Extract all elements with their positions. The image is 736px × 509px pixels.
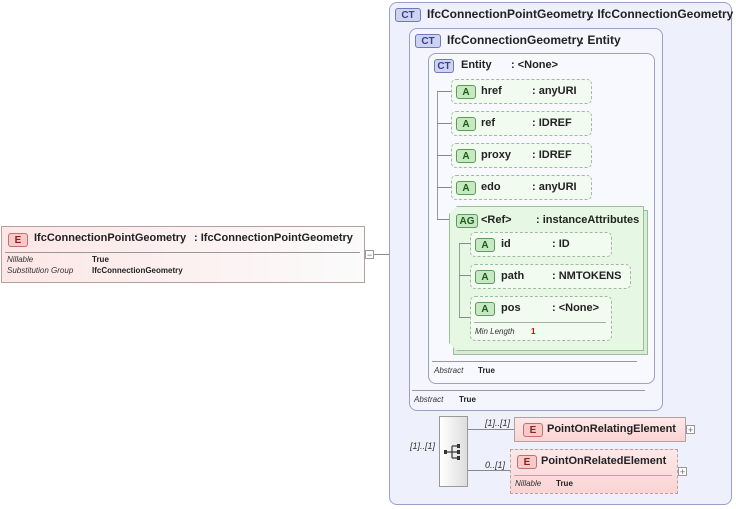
attribute-name: ref bbox=[481, 117, 496, 129]
attribute-name: href bbox=[481, 85, 502, 97]
attribute-path[interactable]: A path : NMTOKENS bbox=[470, 264, 631, 289]
root-prop-key: Nillable bbox=[7, 255, 34, 264]
attribute-type: : anyURI bbox=[532, 181, 577, 193]
element-badge: E bbox=[517, 455, 537, 469]
attribute-badge: A bbox=[475, 302, 495, 316]
related-divider bbox=[514, 475, 672, 476]
attribute-type: : ID bbox=[552, 238, 570, 250]
ct-mid-name: IfcConnectionGeometry bbox=[447, 33, 584, 47]
ct-outer-type: : IfcConnectionGeometry bbox=[590, 7, 734, 21]
attribute-type: : <None> bbox=[552, 302, 600, 314]
attribute-id[interactable]: A id : ID bbox=[470, 232, 612, 257]
related-prop-val: True bbox=[556, 479, 573, 488]
element-badge: E bbox=[523, 423, 543, 437]
ct-mid-badge: CT bbox=[415, 34, 441, 48]
root-element-badge: E bbox=[8, 233, 28, 247]
root-prop-key: Substitution Group bbox=[7, 266, 74, 275]
ct-inner-divider bbox=[432, 361, 637, 362]
attribute-pos-prop-val: 1 bbox=[531, 327, 536, 336]
ct-inner-abstract-val: True bbox=[478, 366, 495, 375]
root-element-name: IfcConnectionPointGeometry bbox=[34, 232, 187, 244]
attribute-pos-divider bbox=[474, 322, 606, 323]
attribute-ref[interactable]: A ref : IDREF bbox=[451, 111, 592, 136]
element-point-on-relating[interactable]: E PointOnRelatingElement bbox=[514, 417, 686, 442]
attr-link-href bbox=[437, 91, 453, 92]
group-link-id bbox=[459, 243, 472, 244]
attribute-name: id bbox=[501, 238, 511, 250]
attribute-group-name: <Ref> bbox=[481, 214, 512, 226]
element-name: PointOnRelatedElement bbox=[541, 455, 667, 467]
attribute-type: : IDREF bbox=[532, 149, 572, 161]
root-prop-val: IfcConnectionGeometry bbox=[92, 266, 183, 275]
ct-outer-name: IfcConnectionPointGeometry bbox=[427, 7, 594, 21]
attribute-badge: A bbox=[456, 85, 476, 99]
collapse-root-button[interactable]: − bbox=[365, 250, 374, 260]
root-element[interactable]: E IfcConnectionPointGeometry : IfcConnec… bbox=[1, 226, 365, 283]
seq-link-relating bbox=[468, 429, 514, 430]
expand-relating-button[interactable]: + bbox=[686, 425, 695, 435]
related-multiplicity: 0..[1] bbox=[485, 460, 506, 470]
attribute-badge: A bbox=[475, 270, 495, 284]
attr-link-proxy bbox=[437, 155, 453, 156]
attribute-name: path bbox=[501, 270, 525, 282]
attribute-type: : anyURI bbox=[532, 85, 577, 97]
root-element-type: : IfcConnectionPointGeometry bbox=[194, 232, 353, 244]
ct-mid-divider bbox=[412, 390, 645, 391]
ct-mid-abstract-val: True bbox=[459, 395, 476, 404]
group-link-path bbox=[459, 275, 472, 276]
ct-mid-type: : Entity bbox=[580, 33, 621, 47]
attribute-pos[interactable]: A pos : <None> Min Length 1 bbox=[470, 296, 612, 341]
attribute-href[interactable]: A href : anyURI bbox=[451, 79, 592, 104]
attribute-type: : IDREF bbox=[532, 117, 572, 129]
attribute-proxy[interactable]: A proxy : IDREF bbox=[451, 143, 592, 168]
root-divider bbox=[5, 252, 360, 253]
attribute-badge: A bbox=[475, 238, 495, 252]
sequence-compositor[interactable] bbox=[439, 416, 468, 487]
related-prop-key: Nillable bbox=[515, 479, 542, 488]
attribute-group-type: : instanceAttributes bbox=[536, 214, 640, 226]
ct-mid-abstract-key: Abstract bbox=[414, 395, 444, 404]
root-connector bbox=[365, 254, 400, 255]
sequence-multiplicity: [1]..[1] bbox=[410, 441, 436, 451]
sequence-icon bbox=[444, 444, 460, 460]
element-name: PointOnRelatingElement bbox=[547, 423, 676, 435]
group-link-pos bbox=[459, 317, 472, 318]
relating-multiplicity: [1]..[1] bbox=[485, 418, 511, 428]
expand-related-button[interactable]: + bbox=[678, 467, 687, 477]
group-trunk bbox=[459, 243, 460, 318]
attribute-name: proxy bbox=[481, 149, 511, 161]
element-point-on-related[interactable]: E PointOnRelatedElement Nillable True bbox=[510, 449, 678, 494]
attribute-badge: A bbox=[456, 117, 476, 131]
attribute-group-badge: AG bbox=[456, 214, 478, 228]
attribute-name: edo bbox=[481, 181, 501, 193]
attr-link-edo bbox=[437, 187, 453, 188]
attribute-edo[interactable]: A edo : anyURI bbox=[451, 175, 592, 200]
attr-link-group bbox=[437, 219, 453, 220]
attribute-badge: A bbox=[456, 181, 476, 195]
ct-outer-badge: CT bbox=[395, 8, 421, 22]
root-prop-val: True bbox=[92, 255, 109, 264]
ct-inner-abstract-key: Abstract bbox=[434, 366, 464, 375]
attribute-pos-prop-key: Min Length bbox=[475, 327, 515, 336]
ct-inner-type: : <None> bbox=[511, 59, 559, 71]
seq-link-related bbox=[468, 470, 510, 471]
attr-link-ref bbox=[437, 123, 453, 124]
ct-inner-name: Entity bbox=[461, 59, 492, 71]
attribute-badge: A bbox=[456, 149, 476, 163]
ct-inner-badge: CT bbox=[434, 59, 454, 73]
attribute-name: pos bbox=[501, 302, 521, 314]
attribute-type: : NMTOKENS bbox=[552, 270, 622, 282]
